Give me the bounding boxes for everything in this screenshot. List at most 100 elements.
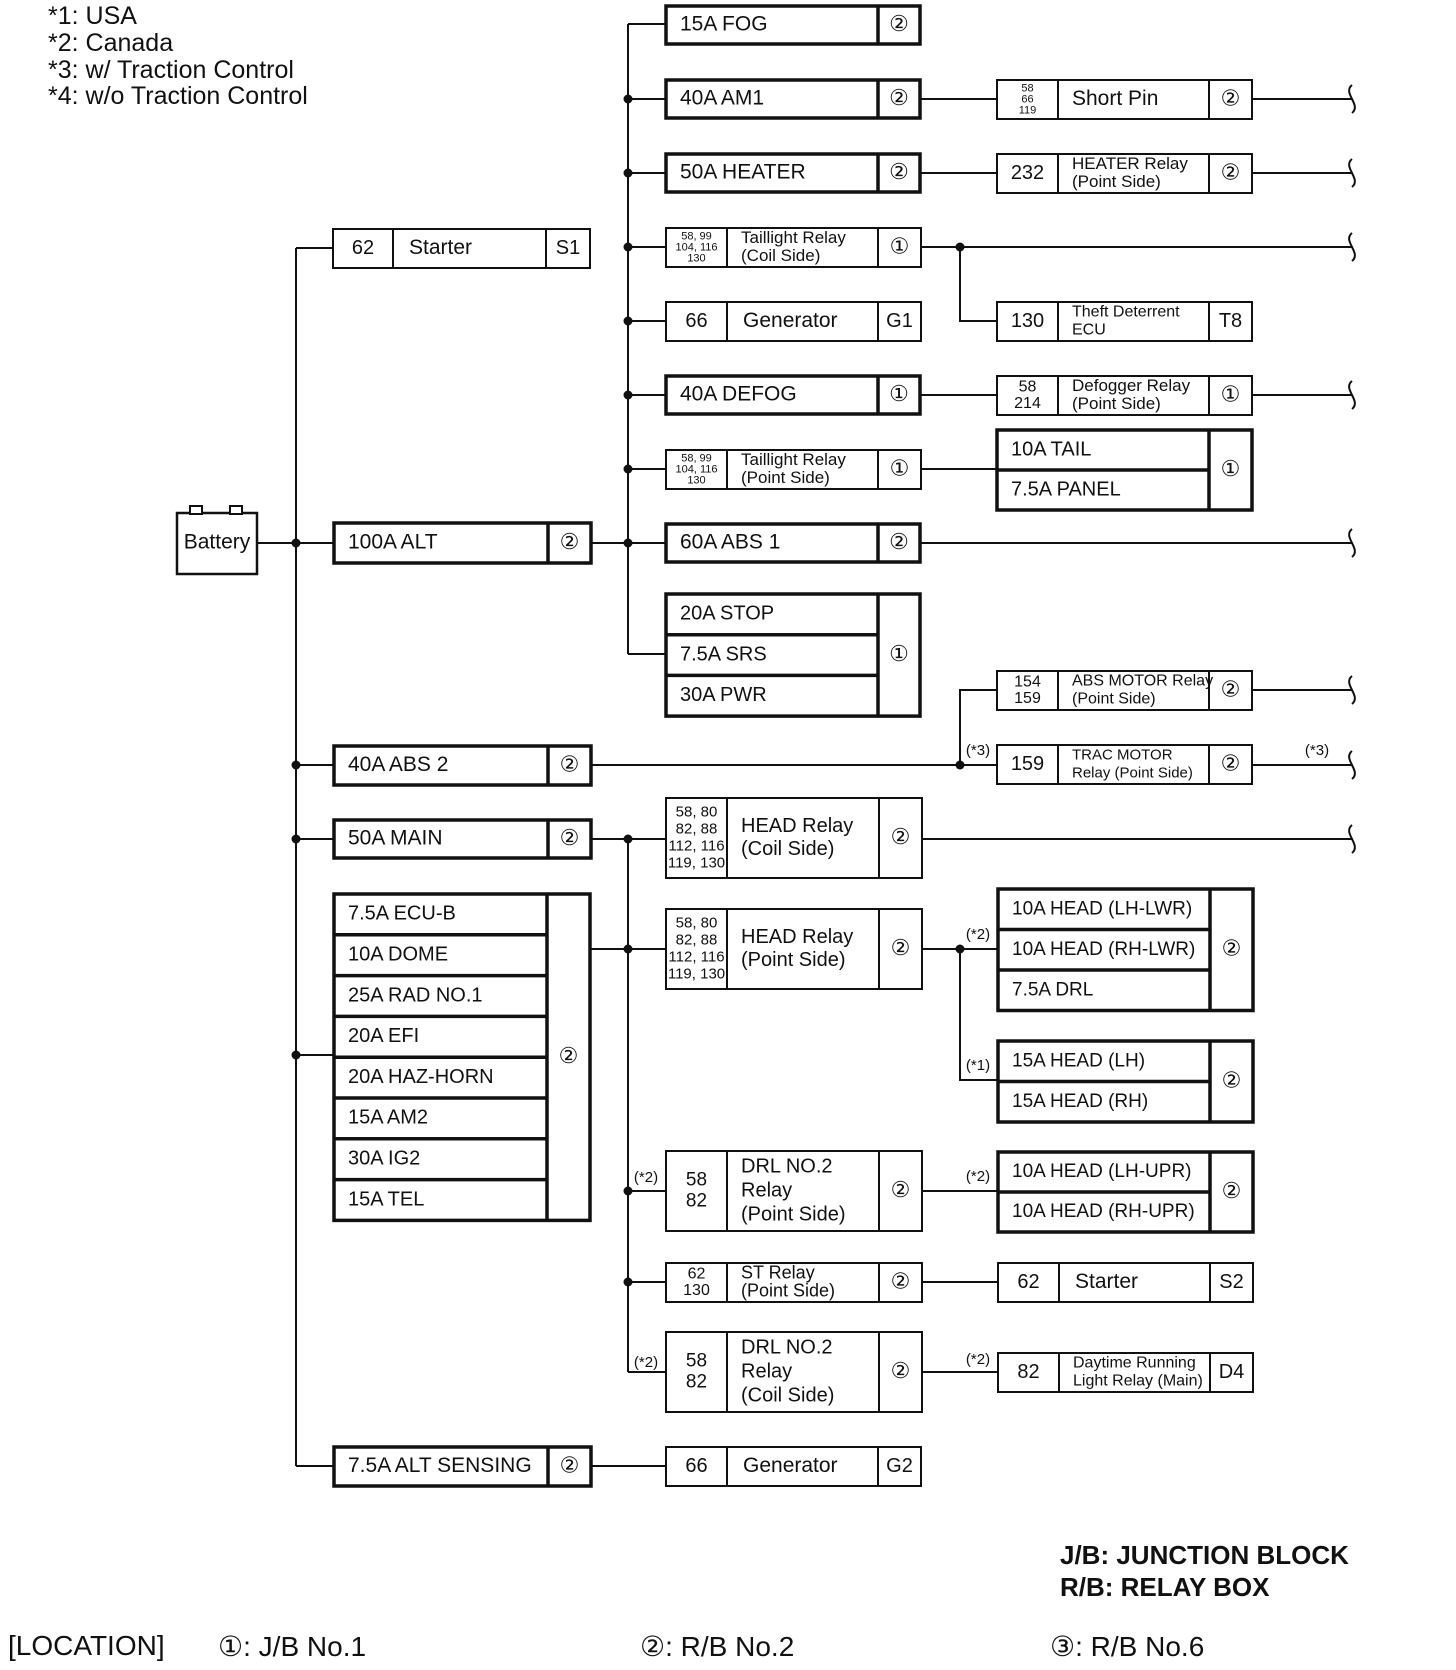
taillight-relay-coil-pins: 104, 116	[675, 241, 717, 253]
defogger-relay-point-pins: 214	[1014, 395, 1041, 412]
tail-panel-fuse-group-item: 7.5A PANEL	[1011, 478, 1121, 500]
fuse-60a-abs1: 60A ABS 1 ②	[664, 522, 922, 564]
drl-no2-relay-coil-pins: 82	[686, 1372, 707, 1393]
taillight-relay-point-label: (Point Side)	[741, 468, 830, 487]
junction-dot	[623, 834, 633, 844]
stop-srs-pwr-fuse-group-item: 20A STOP	[680, 603, 774, 625]
theft-deterrent-ecu-connector-code: T8	[1219, 310, 1242, 332]
starter-s2-connector-label: Starter	[1075, 1270, 1138, 1293]
note-canada: *2: Canada	[48, 29, 174, 57]
tail-panel-fuse-group-location: ①	[1221, 456, 1241, 481]
trac-motor-relay-point-location: ②	[1221, 750, 1241, 775]
head-lwr-fuse-group-location: ②	[1222, 936, 1242, 961]
ecu-fuse-group-item: 15A AM2	[348, 1107, 428, 1129]
short-pin-pins: 119	[1019, 104, 1037, 116]
fuse-60a-abs1-label: 60A ABS 1	[680, 531, 780, 554]
trac-motor-relay-point-label: TRAC MOTOR	[1072, 746, 1173, 763]
abs-motor-relay-point-label: (Point Side)	[1072, 691, 1156, 708]
battery-terminal-positive	[229, 505, 243, 515]
fuse-50a-heater-label: 50A HEATER	[680, 161, 806, 184]
daytime-running-light-relay-connector-label: Light Relay (Main)	[1073, 1373, 1203, 1390]
abs-motor-relay-point-location: ②	[1221, 676, 1241, 701]
battery-body	[175, 511, 259, 576]
ecu-fuse-group-location: ②	[559, 1043, 579, 1068]
fuse-50a-heater-location: ②	[889, 159, 909, 184]
daytime-running-light-relay-connector-pin: 82	[1017, 1361, 1039, 1383]
drl-no2-relay-point-location: ②	[891, 1177, 911, 1202]
junction-dot	[955, 944, 965, 954]
junction-dot	[623, 944, 633, 954]
head-upr-fuse-group: 10A HEAD (LH-UPR)10A HEAD (RH-UPR)②	[996, 1150, 1255, 1234]
condition-w2-drl-main: (*2)	[966, 1351, 990, 1368]
generator-g1-connector-code: G1	[886, 310, 913, 332]
footer-location-label: [LOCATION]	[8, 1630, 165, 1661]
head-lwr-fuse-group-item: 7.5A DRL	[1012, 979, 1093, 1000]
head-relay-coil-label: (Coil Side)	[741, 838, 834, 860]
condition-w2-upr: (*2)	[966, 1168, 990, 1185]
fuse-40a-abs2-label: 40A ABS 2	[348, 753, 448, 776]
stop-srs-pwr-fuse-group-item: 30A PWR	[680, 684, 767, 706]
footer-loc-jb1: ①: J/B No.1	[218, 1631, 367, 1662]
battery-label: Battery	[184, 531, 251, 554]
heater-relay-point-pins: 232	[1011, 162, 1044, 184]
head-lh-rh-fuse-group-item: 15A HEAD (RH)	[1012, 1091, 1148, 1112]
ecu-fuse-group-item: 10A DOME	[348, 943, 448, 965]
generator-g2-connector-pin: 66	[685, 1455, 707, 1477]
trac-motor-relay-point-label: Relay (Point Side)	[1072, 764, 1193, 781]
st-relay-point-pins: 130	[683, 1282, 710, 1299]
ecu-fuse-group-item: 15A TEL	[348, 1188, 424, 1210]
junction-dot	[623, 94, 633, 104]
junction-dot	[291, 538, 301, 548]
wire-break-mark	[1348, 675, 1356, 705]
fuse-100a-alt-label: 100A ALT	[348, 531, 438, 554]
fuse-7-5a-alt-sensing-location: ②	[560, 1452, 580, 1477]
short-pin-pins: 66	[1021, 93, 1033, 105]
daytime-running-light-relay-connector-label: Daytime Running	[1073, 1355, 1196, 1372]
junction-dot	[291, 1050, 301, 1060]
generator-g1-connector-label: Generator	[743, 309, 838, 332]
fuse-15a-fog-location: ②	[889, 11, 909, 36]
wire	[959, 689, 997, 765]
starter-s1-connector-pin: 62	[352, 237, 374, 259]
head-relay-coil-pins: 58, 80	[676, 803, 718, 820]
defogger-relay-point-pins: 58	[1019, 378, 1037, 395]
drl-no2-relay-point-pins: 82	[686, 1191, 707, 1212]
starter-s2-connector-code: S2	[1219, 1271, 1243, 1293]
taillight-relay-coil-pins: 130	[687, 252, 705, 264]
head-relay-coil-pins: 112, 116	[668, 837, 724, 854]
abs-motor-relay-point-pins: 159	[1014, 690, 1041, 707]
ecu-fuse-group-item: 20A HAZ-HORN	[348, 1066, 494, 1088]
taillight-relay-point-location: ①	[890, 455, 910, 480]
fuse-40a-abs2-location: ②	[560, 751, 580, 776]
drl-no2-relay-coil-label: Relay	[741, 1360, 792, 1382]
condition-w1-head: (*1)	[966, 1057, 990, 1074]
wire-break-mark	[1348, 750, 1356, 780]
condition-w2-head: (*2)	[966, 926, 990, 943]
wire-break-mark	[1348, 158, 1356, 188]
head-lwr-fuse-group-item: 10A HEAD (LH-LWR)	[1012, 898, 1192, 919]
starter-s1-connector-code: S1	[556, 237, 580, 259]
footer-loc-rb6: ③: R/B No.6	[1050, 1631, 1205, 1662]
defogger-relay-point-location: ①	[1221, 381, 1241, 406]
st-relay-point-location: ②	[891, 1268, 911, 1293]
stop-srs-pwr-fuse-group-item: 7.5A SRS	[680, 643, 767, 665]
fuse-60a-abs1-location: ②	[889, 529, 909, 554]
abs-motor-relay-point-label: ABS MOTOR Relay	[1072, 673, 1213, 690]
head-relay-point-label: HEAD Relay	[741, 926, 853, 948]
head-lwr-fuse-group-item: 10A HEAD (RH-LWR)	[1012, 939, 1195, 960]
fuse-40a-abs2: 40A ABS 2 ②	[332, 744, 593, 787]
generator-g2-connector-label: Generator	[743, 1454, 838, 1477]
